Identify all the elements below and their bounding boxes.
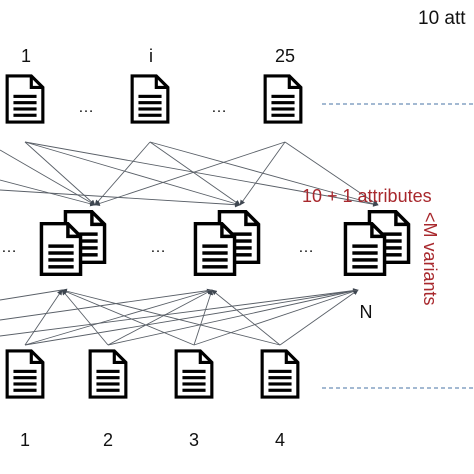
bottom-document-icon-1	[5, 349, 45, 399]
variants-label: <M variants	[420, 212, 440, 306]
bottom-label-2: 2	[103, 430, 113, 450]
middle-doc-stack-1	[39, 209, 107, 277]
header-attr-count: 10 att	[418, 8, 466, 29]
middle-doc-stack-n	[343, 209, 411, 277]
bottom-document-icon-3	[174, 349, 214, 399]
bottom-edges	[0, 288, 359, 346]
middle-label-n: N	[360, 302, 373, 322]
bottom-label-4: 4	[275, 430, 285, 450]
top-label-25: 25	[275, 46, 295, 66]
middle-ellipsis-right: …	[298, 239, 314, 256]
top-label-1: 1	[21, 46, 31, 66]
top-document-icon-25	[263, 74, 303, 124]
top-document-icon-i	[130, 74, 170, 124]
bottom-document-icon-4	[260, 349, 300, 399]
top-document-icon-1	[5, 74, 45, 124]
top-ellipsis-right: …	[211, 99, 227, 116]
middle-ellipsis-center: …	[150, 239, 166, 256]
top-label-i: i	[149, 46, 153, 66]
top-ellipsis-left: …	[78, 99, 94, 116]
attributes-label: 10 + 1 attributes	[302, 186, 432, 206]
bottom-label-1: 1	[20, 430, 30, 450]
middle-doc-stack-2	[193, 209, 261, 277]
top-edges	[0, 141, 379, 208]
bottom-label-3: 3	[189, 430, 199, 450]
bottom-document-icon-2	[88, 349, 128, 399]
middle-ellipsis-left: …	[1, 239, 17, 256]
